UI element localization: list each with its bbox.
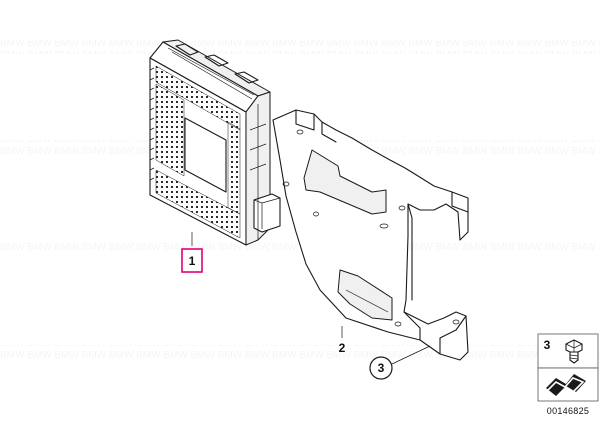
drawing-number: 00146825 [547, 406, 589, 416]
callout-2[interactable]: 2 [339, 341, 346, 355]
control-unit-module [149, 39, 281, 246]
callout-3[interactable]: 3 [369, 356, 393, 380]
side-ridges [149, 67, 155, 181]
callout-1[interactable]: 1 [181, 248, 203, 273]
fastener-legend: 3 00146825 [537, 333, 599, 416]
mounting-holes [282, 129, 460, 327]
callout-3-label: 3 [378, 361, 385, 375]
arrow-icon [546, 374, 586, 396]
legend-item-number: 3 [544, 338, 551, 352]
callout-2-label: 2 [339, 341, 346, 355]
callout-1-label: 1 [189, 254, 196, 268]
bolt-icon [565, 339, 583, 364]
mounting-bracket [272, 109, 469, 365]
